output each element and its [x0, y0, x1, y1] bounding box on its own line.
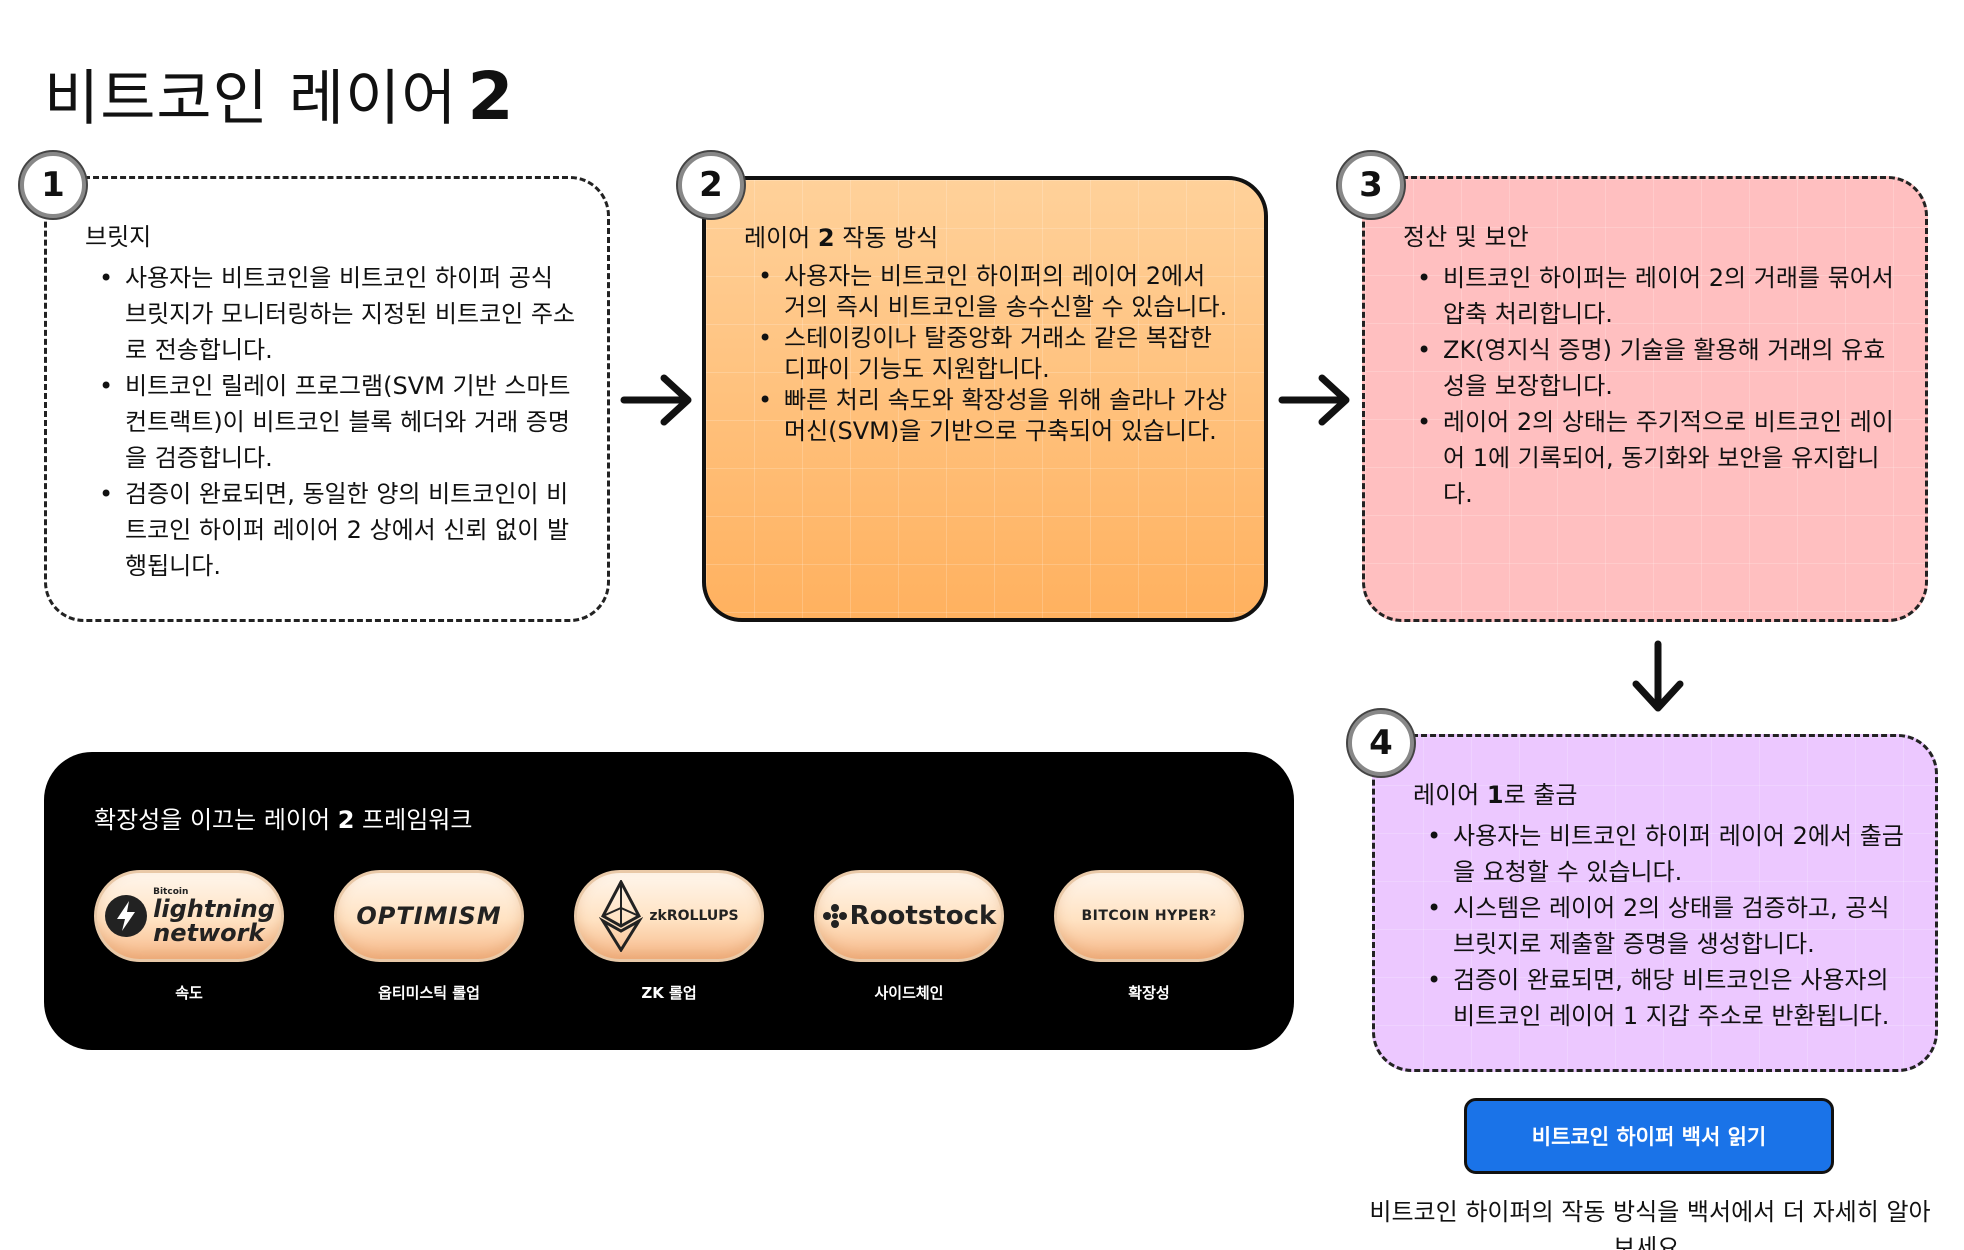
- lightning-icon: [105, 895, 148, 937]
- list-item: ZK(영지식 증명) 기술을 활용해 거래의 유효성을 보장합니다.: [1403, 332, 1895, 404]
- list-item: 사용자는 비트코인 하이퍼 레이어 2에서 출금을 요청할 수 있습니다.: [1413, 818, 1905, 890]
- framework-caption: 속도: [175, 984, 203, 1002]
- step-2-bullets: 사용자는 비트코인 하이퍼의 레이어 2에서 거의 즉시 비트코인을 송수신할 …: [744, 261, 1234, 447]
- step-3-title-text: 정산 및 보안: [1403, 223, 1529, 251]
- list-item: 사용자는 비트코인 하이퍼의 레이어 2에서 거의 즉시 비트코인을 송수신할 …: [744, 261, 1234, 323]
- frameworks-title: 확장성을 이끄는 레이어 2 프레임워크: [94, 800, 472, 835]
- framework-caption: ZK 롤업: [641, 984, 697, 1002]
- framework-caption: 옵티미스틱 롤업: [378, 984, 480, 1002]
- framework-caption: 사이드체인: [874, 984, 944, 1002]
- page-title-number: 2: [467, 58, 515, 135]
- page-title-text: 비트코인 레이어: [44, 64, 458, 134]
- zkrollups-logo-text: zkROLLUPS: [649, 908, 739, 924]
- step-4-number: 4: [1369, 723, 1393, 763]
- step-4-title-number: 1: [1486, 781, 1504, 809]
- optimism-logo: OPTIMISM: [334, 870, 524, 962]
- lightning-logo-text: Bitcoin lightning network: [153, 887, 275, 945]
- rootstock-logo-text: Rootstock: [849, 901, 997, 931]
- step-1-bullets: 사용자는 비트코인을 비트코인 하이퍼 공식 브릿지가 모니터링하는 지정된 비…: [85, 260, 577, 584]
- step-1-number: 1: [41, 165, 65, 205]
- framework-caption: 확장성: [1128, 984, 1170, 1002]
- bitcoin-hyper-logo: BITCOIN HYPER²: [1054, 870, 1244, 962]
- bitcoin-hyper-logo-text: BITCOIN HYPER²: [1081, 908, 1217, 924]
- arrow-down-icon: [1632, 640, 1684, 712]
- step-4-bullets: 사용자는 비트코인 하이퍼 레이어 2에서 출금을 요청할 수 있습니다. 시스…: [1413, 818, 1905, 1034]
- frameworks-title-text: 확장성을 이끄는 레이어: [94, 806, 331, 834]
- list-item: 검증이 완료되면, 동일한 양의 비트코인이 비트코인 하이퍼 레이어 2 상에…: [85, 476, 577, 584]
- framework-bitcoin-hyper[interactable]: BITCOIN HYPER² 확장성: [1054, 870, 1244, 1003]
- step-1-card: 브릿지 사용자는 비트코인을 비트코인 하이퍼 공식 브릿지가 모니터링하는 지…: [44, 176, 610, 622]
- step-1-title: 브릿지: [85, 217, 577, 252]
- read-whitepaper-button[interactable]: 비트코인 하이퍼 백서 읽기: [1464, 1098, 1834, 1174]
- list-item: 레이어 2의 상태는 주기적으로 비트코인 레이어 1에 기록되어, 동기화와 …: [1403, 404, 1895, 512]
- list-item: 스테이킹이나 탈중앙화 거래소 같은 복잡한 디파이 기능도 지원합니다.: [744, 323, 1234, 385]
- step-4-title: 레이어 1로 출금: [1413, 775, 1905, 810]
- step-1-title-text: 브릿지: [85, 223, 152, 251]
- step-2-title-number: 2: [817, 224, 835, 252]
- frameworks-panel: 확장성을 이끄는 레이어 2 프레임워크 Bitcoin lightning n…: [44, 752, 1294, 1050]
- framework-optimism[interactable]: OPTIMISM 옵티미스틱 롤업: [334, 870, 524, 1003]
- step-4-card: 레이어 1로 출금 사용자는 비트코인 하이퍼 레이어 2에서 출금을 요청할 …: [1372, 734, 1938, 1072]
- rootstock-icon: [822, 904, 847, 928]
- step-3-bullets: 비트코인 하이퍼는 레이어 2의 거래를 묶어서 압축 처리합니다. ZK(영지…: [1403, 260, 1895, 512]
- step-4-title-text: 레이어: [1413, 781, 1480, 809]
- arrow-right-icon: [620, 374, 692, 426]
- step-2-number: 2: [699, 165, 723, 205]
- zkrollups-logo: zkROLLUPS: [574, 870, 764, 962]
- list-item: 빠른 처리 속도와 확장성을 위해 솔라나 가상머신(SVM)을 기반으로 구축…: [744, 385, 1234, 447]
- step-2-badge: 2: [678, 152, 744, 218]
- step-3-card: 정산 및 보안 비트코인 하이퍼는 레이어 2의 거래를 묶어서 압축 처리합니…: [1362, 176, 1928, 622]
- step-1-badge: 1: [20, 152, 86, 218]
- lightning-logo-small: Bitcoin: [153, 887, 189, 897]
- arrow-right-icon: [1278, 374, 1350, 426]
- framework-rootstock[interactable]: Rootstock 사이드체인: [814, 870, 1004, 1003]
- lightning-logo-line2: network: [153, 919, 265, 947]
- lightning-logo-line1: lightning: [153, 895, 275, 923]
- frameworks-title-number: 2: [337, 806, 355, 834]
- step-2-title-suffix: 작동 방식: [842, 224, 939, 252]
- step-4-badge: 4: [1348, 710, 1414, 776]
- list-item: 비트코인 하이퍼는 레이어 2의 거래를 묶어서 압축 처리합니다.: [1403, 260, 1895, 332]
- frameworks-logos: Bitcoin lightning network 속도 OPTIMISM 옵티…: [94, 870, 1244, 1003]
- frameworks-title-suffix: 프레임워크: [362, 806, 473, 834]
- ethereum-icon: [599, 880, 644, 952]
- rootstock-logo: Rootstock: [814, 870, 1004, 962]
- list-item: 비트코인 릴레이 프로그램(SVM 기반 스마트 컨트랙트)이 비트코인 블록 …: [85, 368, 577, 476]
- cta-note: 비트코인 하이퍼의 작동 방식을 백서에서 더 자세히 알아보세요.: [1369, 1198, 1931, 1250]
- step-2-title: 레이어 2 작동 방식: [744, 218, 1234, 253]
- list-item: 검증이 완료되면, 해당 비트코인은 사용자의 비트코인 레이어 1 지갑 주소…: [1413, 962, 1905, 1034]
- optimism-logo-text: OPTIMISM: [356, 902, 502, 930]
- list-item: 시스템은 레이어 2의 상태를 검증하고, 공식 브릿지로 제출할 증명을 생성…: [1413, 890, 1905, 962]
- step-3-number: 3: [1359, 165, 1383, 205]
- step-3-title: 정산 및 보안: [1403, 217, 1895, 252]
- step-2-title-text: 레이어: [744, 224, 811, 252]
- list-item: 사용자는 비트코인을 비트코인 하이퍼 공식 브릿지가 모니터링하는 지정된 비…: [85, 260, 577, 368]
- step-2-card: 레이어 2 작동 방식 사용자는 비트코인 하이퍼의 레이어 2에서 거의 즉시…: [702, 176, 1268, 622]
- framework-lightning[interactable]: Bitcoin lightning network 속도: [94, 870, 284, 1003]
- lightning-network-logo: Bitcoin lightning network: [94, 870, 284, 962]
- step-3-badge: 3: [1338, 152, 1404, 218]
- framework-zkrollups[interactable]: zkROLLUPS ZK 롤업: [574, 870, 764, 1003]
- step-4-title-suffix: 로 출금: [1503, 781, 1578, 809]
